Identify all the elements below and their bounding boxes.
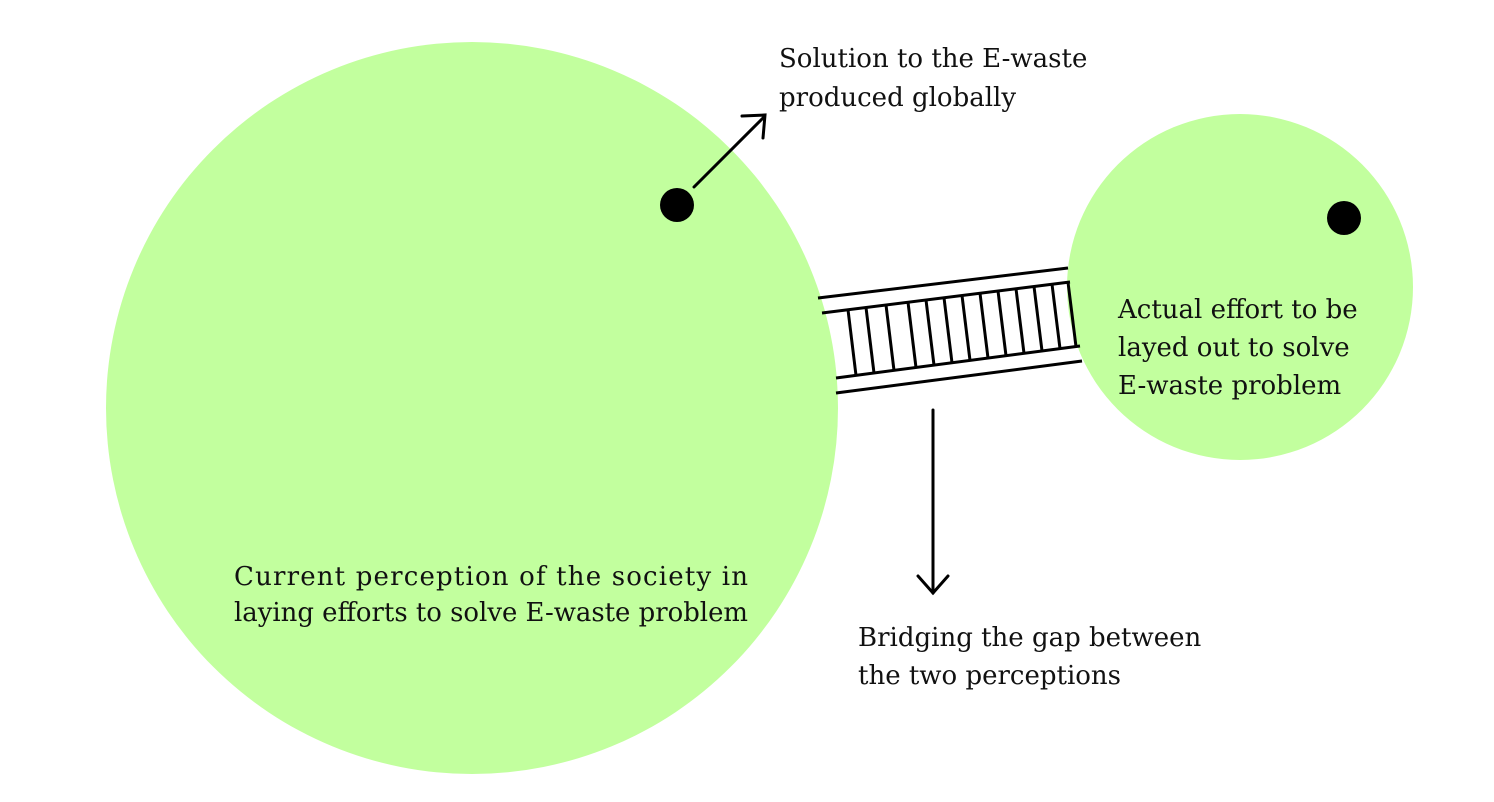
ladder-rung — [996, 290, 1008, 356]
ladder-rung — [1050, 284, 1062, 349]
ladder-rungs — [846, 282, 1078, 376]
solution-dot — [660, 188, 694, 222]
ladder-rail-top-outer — [817, 266, 1069, 300]
solution-label-line1: Solution to the E-waste — [779, 44, 1087, 74]
ladder-rail-top-inner — [821, 280, 1071, 315]
bridging-label-line1: Bridging the gap between — [858, 623, 1202, 653]
solution-label-line2: produced globally — [779, 83, 1016, 113]
actual-effort-label-line2: layed out to solve — [1118, 333, 1350, 363]
ladder-rung — [924, 299, 936, 366]
ladder-rung — [960, 295, 972, 361]
bridge-arrow — [916, 408, 950, 596]
current-perception-circle — [106, 42, 838, 774]
current-perception-label-line1: Current perception of the society in — [234, 562, 748, 592]
bridging-label-line2: the two perceptions — [858, 661, 1121, 691]
ladder-rung — [906, 302, 918, 368]
ladder-rail-bottom-inner — [835, 344, 1081, 380]
ladder-rung — [978, 293, 990, 359]
solution-arrow-head — [740, 113, 767, 140]
ladder-rung — [864, 307, 876, 374]
ladder-rung — [884, 304, 896, 371]
ladder-rung — [1066, 282, 1078, 347]
actual-effort-label-line3: E-waste problem — [1118, 371, 1341, 401]
target-dot — [1327, 201, 1361, 235]
actual-effort-circle — [1067, 114, 1413, 460]
ladder-rung — [1014, 288, 1026, 354]
ladder-rung — [846, 309, 858, 376]
bridge-ladder — [817, 266, 1083, 395]
bridge-arrow-head — [916, 574, 950, 596]
current-perception-label-line2: laying efforts to solve E-waste problem — [234, 598, 748, 628]
actual-effort-label-line1: Actual effort to be — [1117, 295, 1358, 325]
ladder-rung — [1032, 286, 1044, 352]
solution-arrow-shaft — [692, 115, 766, 189]
ladder-rail-bottom-outer — [835, 359, 1083, 395]
solution-arrow — [692, 113, 767, 189]
ladder-rung — [942, 297, 954, 363]
